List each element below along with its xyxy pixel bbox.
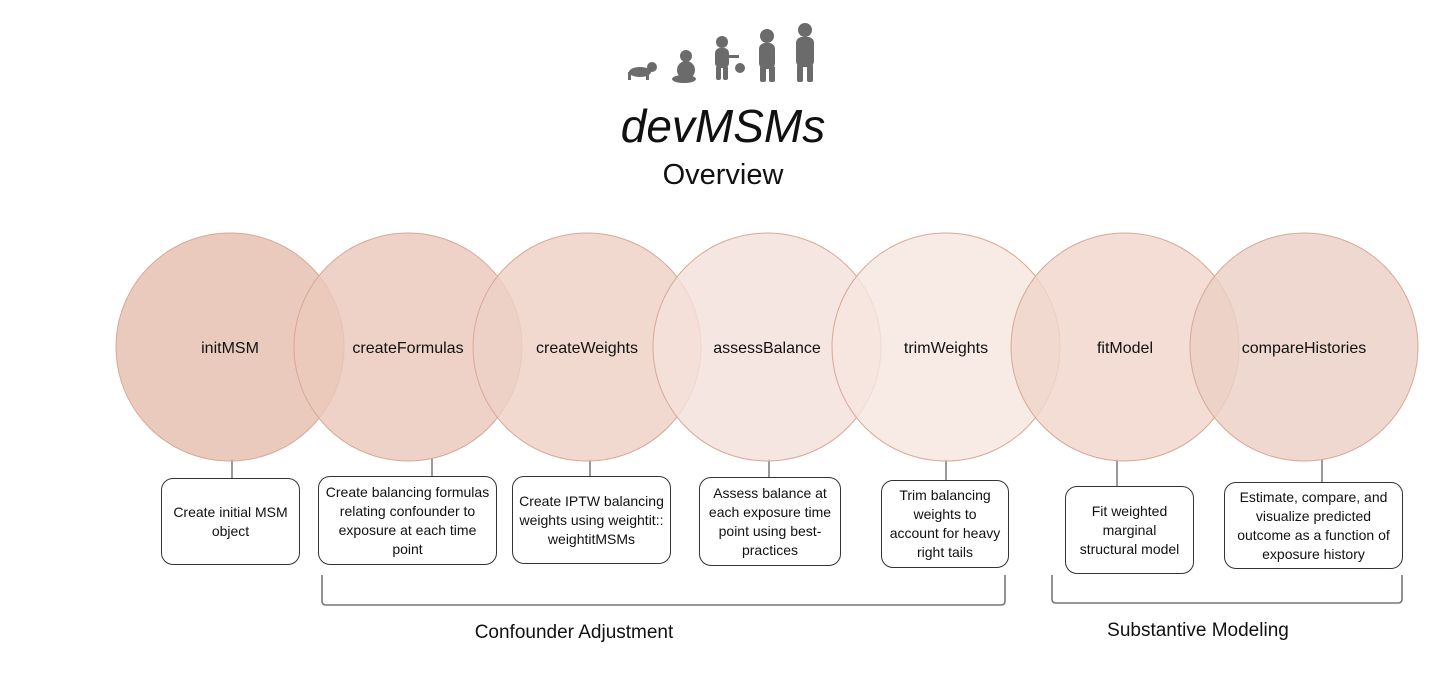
child-development-silhouettes-logo [628,23,814,83]
step-circle-comparehistories [1189,232,1419,462]
group-label-substantive-modeling: Substantive Modeling [1107,620,1289,641]
step-label-initmsm: initMSM [201,340,259,357]
step-description-text: Create initial MSM object [173,503,288,539]
step-description-text: Trim balancing weights to account for he… [889,487,1001,560]
step-description-assessbalance: Assess balance at each exposure time poi… [699,477,841,566]
step-label-createformulas: createFormulas [352,340,463,357]
step-description-fitmodel: Fit weighted marginal structural model [1065,486,1194,574]
bracket-substantive-modeling [1051,575,1403,604]
step-description-initmsm: Create initial MSM object [161,478,300,565]
page-subtitle: Overview [662,159,784,191]
step-description-text: Estimate, compare, and visualize predict… [1237,488,1390,562]
step-label-comparehistories: compareHistories [1242,340,1366,357]
group-label-confounder-adjustment: Confounder Adjustment [474,622,674,643]
older-child-icon [796,23,814,82]
child-icon [759,29,775,82]
step-description-createformulas: Create balancing formulas relating confo… [318,476,497,565]
step-label-fitmodel: fitModel [1097,340,1153,357]
toddler-icon [715,36,745,80]
step-description-text: Create balancing formulas relating confo… [325,483,490,557]
page-title: devMSMs [620,100,826,152]
step-label-assessbalance: assessBalance [713,340,821,357]
step-description-comparehistories: Estimate, compare, and visualize predict… [1224,482,1403,569]
step-description-text: Fit weighted marginal structural model [1079,502,1180,557]
step-description-text: Create IPTW balancing weights using weig… [519,492,664,547]
step-label-createweights: createWeights [536,340,638,357]
step-description-text: Assess balance at each exposure time poi… [708,484,832,558]
step-description-createweights: Create IPTW balancing weights using weig… [512,476,671,564]
crawling-baby-icon [628,62,657,80]
bracket-confounder-adjustment [321,575,1006,606]
sitting-baby-icon [672,50,696,83]
step-description-trimweights: Trim balancing weights to account for he… [881,480,1009,568]
step-label-trimweights: trimWeights [904,340,988,357]
